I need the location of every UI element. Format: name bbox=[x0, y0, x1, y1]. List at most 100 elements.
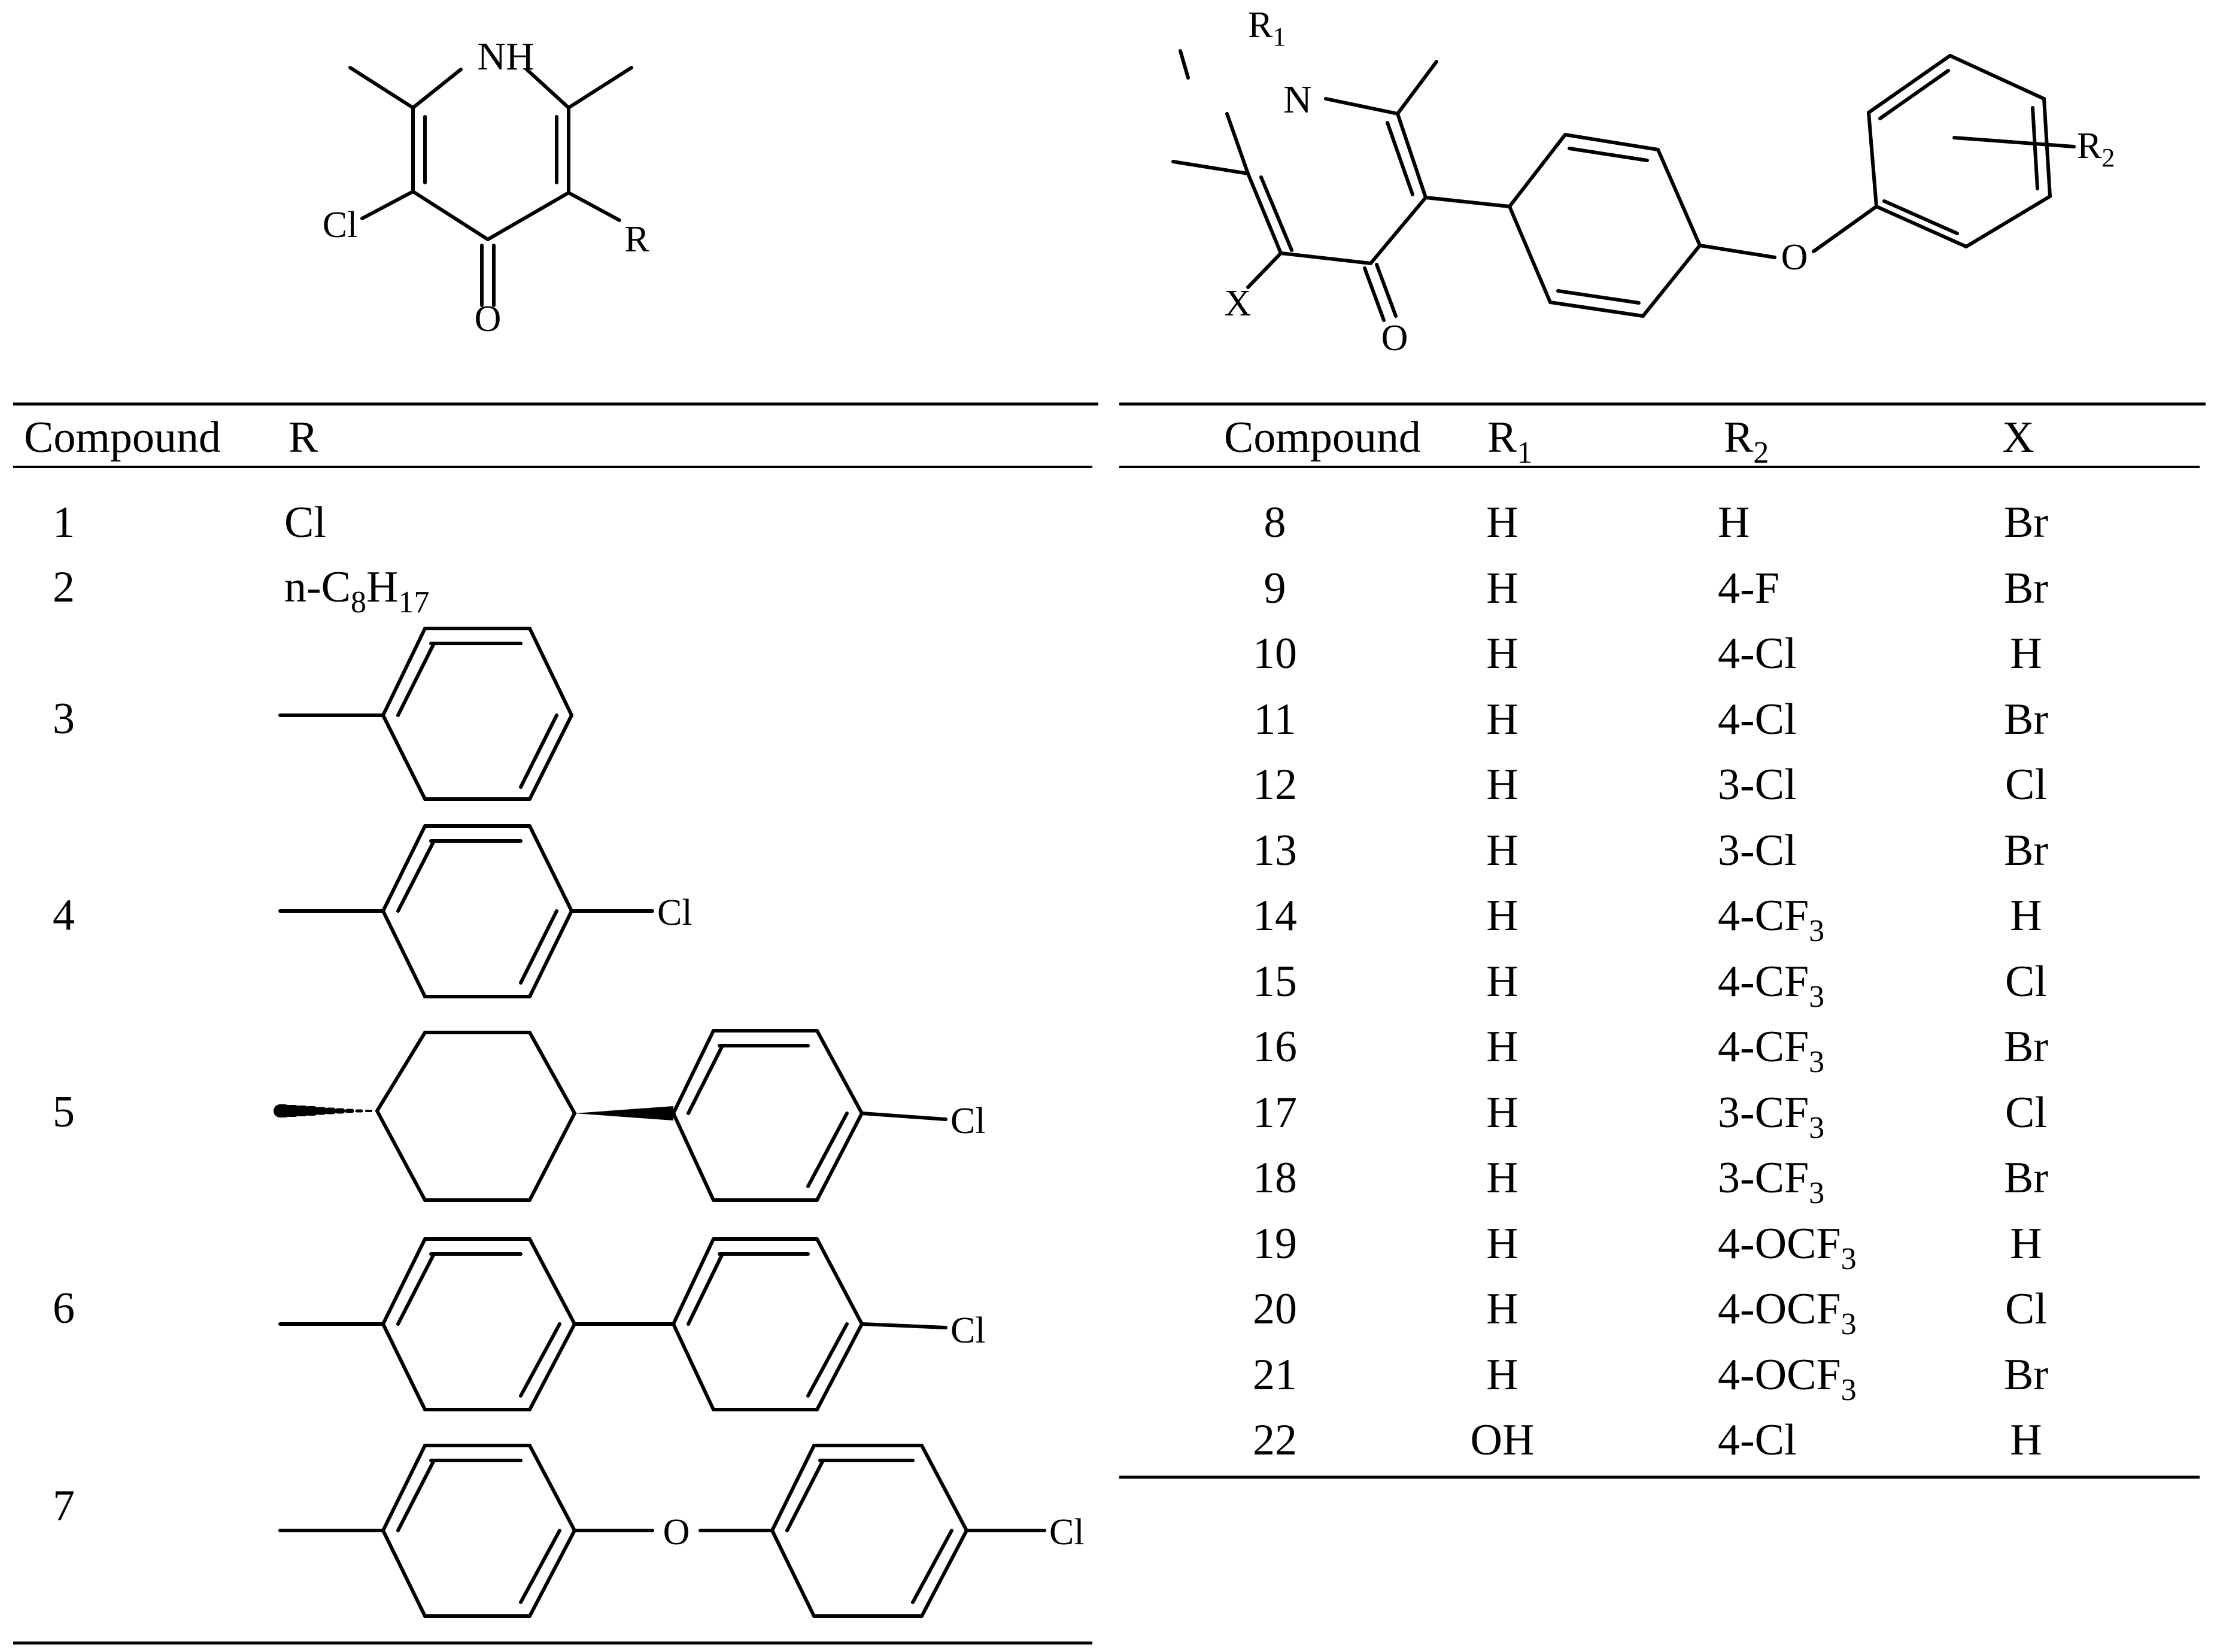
right-row-r2: H bbox=[1718, 498, 1750, 547]
right-row-r2-main: 4-Cl bbox=[1718, 629, 1797, 678]
left-row-4-compound: 4 bbox=[53, 891, 75, 940]
right-row-r1: H bbox=[1486, 891, 1518, 940]
right-row-compound: 18 bbox=[1253, 1153, 1297, 1202]
right-row-r1: H bbox=[1486, 1153, 1518, 1202]
left-row-6-cl: Cl bbox=[950, 1310, 986, 1351]
right-row-compound: 16 bbox=[1253, 1022, 1297, 1071]
right-row-compound: 22 bbox=[1253, 1416, 1297, 1465]
right-row-compound: 8 bbox=[1264, 498, 1286, 547]
right-row-r2-main: 4-CF bbox=[1718, 1022, 1809, 1071]
right-row-compound: 15 bbox=[1253, 957, 1297, 1006]
right-row-r2: 4-CF3 bbox=[1718, 957, 1824, 1014]
right-row-compound: 10 bbox=[1253, 629, 1297, 678]
left-header-compound: Compound bbox=[24, 413, 221, 462]
right-row-r2: 4-Cl bbox=[1718, 629, 1797, 678]
left-row-5-compound: 5 bbox=[53, 1088, 75, 1137]
right-row-r2-main: 4-OCF bbox=[1718, 1284, 1841, 1334]
right-header-compound: Compound bbox=[1224, 413, 1421, 462]
right-row-r2-main: 3-Cl bbox=[1718, 760, 1797, 809]
left-row-7-cl: Cl bbox=[1049, 1512, 1085, 1553]
left-row-4-chlorophenyl-structure bbox=[278, 824, 654, 998]
right-row-compound: 11 bbox=[1253, 695, 1296, 744]
left-row-5-cyclohexyl-chlorophenyl-structure bbox=[274, 1029, 947, 1202]
right-row-r2-main: 4-Cl bbox=[1718, 695, 1797, 744]
right-header-r2-sub: 2 bbox=[1753, 436, 1769, 470]
right-header-r1: R1 bbox=[1487, 413, 1532, 470]
right-row-x: Cl bbox=[2005, 760, 2047, 809]
right-o-carbonyl-label: O bbox=[1381, 318, 1408, 359]
right-row-r2-sub: 3 bbox=[1841, 1373, 1857, 1407]
right-header-r1-sub: 1 bbox=[1517, 436, 1532, 470]
right-row-compound: 12 bbox=[1253, 760, 1297, 809]
right-row-x: Br bbox=[2004, 1350, 2048, 1399]
right-row-r1: H bbox=[1486, 1219, 1518, 1268]
left-row-4-cl: Cl bbox=[657, 892, 693, 933]
left-r-label: R bbox=[624, 219, 649, 260]
right-row-r2: 3-Cl bbox=[1718, 826, 1797, 875]
right-row-r2-main: 4-CF bbox=[1718, 957, 1809, 1006]
right-r2-label: R2 bbox=[2077, 126, 2115, 172]
right-row-r2: 4-F bbox=[1718, 564, 1779, 613]
right-row-r2-sub: 3 bbox=[1841, 1307, 1857, 1341]
right-row-compound: 20 bbox=[1253, 1284, 1297, 1334]
right-row-r1: H bbox=[1486, 1350, 1518, 1399]
left-row-2-r-sub1: 8 bbox=[351, 585, 366, 620]
right-row-r2-main: 4-CF bbox=[1718, 891, 1809, 940]
right-row-x: H bbox=[2010, 1416, 2042, 1465]
right-row-r2-main: 4-OCF bbox=[1718, 1350, 1841, 1399]
right-row-r2-main: 4-OCF bbox=[1718, 1219, 1841, 1268]
right-n-label: N bbox=[1283, 78, 1312, 122]
right-row-r2-sub: 3 bbox=[1809, 1045, 1824, 1079]
right-row-x: Br bbox=[2004, 564, 2048, 613]
right-row-r2-sub: 3 bbox=[1809, 1111, 1824, 1145]
right-row-r2-main: 4-Cl bbox=[1718, 1416, 1797, 1465]
right-row-compound: 14 bbox=[1253, 891, 1297, 940]
right-row-r2: 4-CF3 bbox=[1718, 891, 1824, 948]
right-r2-main: R bbox=[2077, 126, 2102, 166]
right-row-r1: H bbox=[1486, 1022, 1518, 1071]
left-row-5-wedge-bond bbox=[575, 1106, 673, 1120]
right-row-r1: H bbox=[1486, 1088, 1518, 1137]
left-row-7-compound: 7 bbox=[53, 1481, 75, 1530]
right-row-x: Cl bbox=[2005, 1284, 2047, 1334]
left-nh-label: NH bbox=[477, 35, 534, 78]
right-header-x: X bbox=[2002, 413, 2034, 462]
right-row-compound: 21 bbox=[1253, 1350, 1297, 1399]
right-row-r2-sub: 3 bbox=[1809, 914, 1824, 948]
right-row-r2-main: 3-Cl bbox=[1718, 826, 1797, 875]
right-row-r2-main: H bbox=[1718, 498, 1750, 547]
left-row-6-biphenyl-structure bbox=[278, 1237, 947, 1411]
right-header-r2-main: R bbox=[1724, 413, 1754, 462]
right-row-x: Br bbox=[2004, 695, 2048, 744]
left-row-7-diphenylether-structure bbox=[278, 1444, 1046, 1618]
left-header-r: R bbox=[288, 413, 318, 462]
right-header-r1-main: R bbox=[1487, 413, 1517, 462]
right-row-x: H bbox=[2010, 891, 2042, 940]
left-row-2-r-mid: H bbox=[366, 563, 398, 612]
left-row-6-compound: 6 bbox=[53, 1284, 75, 1333]
right-row-r2-main: 3-CF bbox=[1718, 1153, 1809, 1202]
right-row-r2: 3-CF3 bbox=[1718, 1088, 1824, 1145]
right-row-compound: 13 bbox=[1253, 826, 1297, 875]
right-row-r1: H bbox=[1486, 498, 1518, 547]
right-r2-sub: 2 bbox=[2101, 143, 2115, 172]
right-row-r1: H bbox=[1486, 826, 1518, 875]
right-row-x: Br bbox=[2004, 1153, 2048, 1202]
right-row-r2: 4-OCF3 bbox=[1718, 1284, 1857, 1341]
right-row-r2: 4-Cl bbox=[1718, 695, 1797, 744]
right-row-x: H bbox=[2010, 629, 2042, 678]
right-row-x: H bbox=[2010, 1219, 2042, 1268]
left-row-3-phenyl-structure bbox=[278, 627, 573, 801]
left-row-1-compound: 1 bbox=[53, 498, 75, 547]
right-row-r2: 4-CF3 bbox=[1718, 1022, 1824, 1079]
right-row-r2-sub: 3 bbox=[1841, 1242, 1857, 1276]
left-cl-label: Cl bbox=[323, 205, 358, 245]
right-row-r2-main: 3-CF bbox=[1718, 1088, 1809, 1137]
right-row-x: Cl bbox=[2005, 957, 2047, 1006]
right-r1-main: R bbox=[1248, 5, 1273, 45]
right-o-ether-label: O bbox=[1781, 237, 1808, 278]
right-row-r1: H bbox=[1486, 760, 1518, 809]
left-o-label: O bbox=[475, 299, 502, 339]
right-row-r1: H bbox=[1486, 629, 1518, 678]
